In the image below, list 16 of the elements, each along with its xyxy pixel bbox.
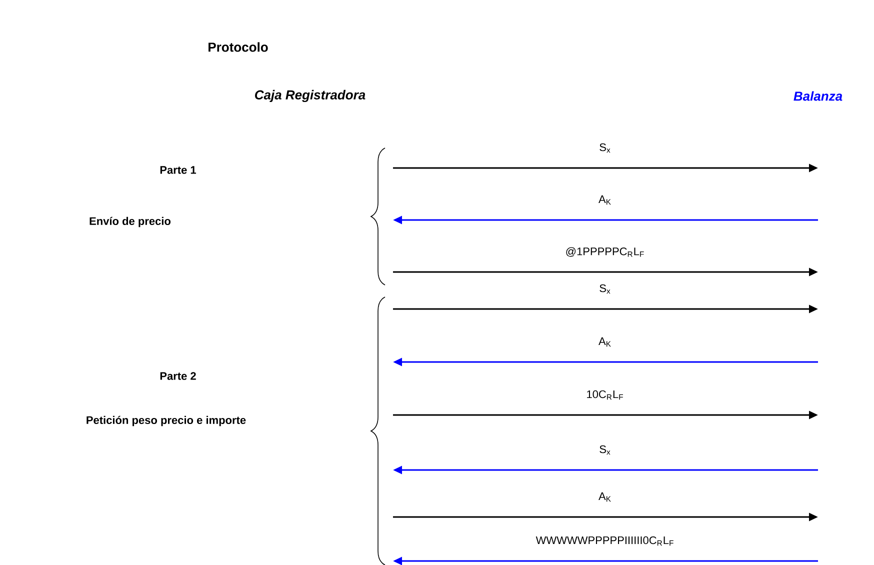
message-label: A$_{K}$ bbox=[598, 337, 611, 347]
message-label: A$_{K}$ bbox=[598, 195, 611, 205]
message-label: @1PPPPPC$_{R}$L$_{F}$ bbox=[566, 247, 644, 257]
column-heading: Caja Registradora bbox=[255, 90, 366, 102]
column-heading: Balanza bbox=[794, 91, 842, 101]
message-label: S$_{x}$ bbox=[600, 445, 610, 455]
section-label: Petición peso precio e importe bbox=[86, 416, 246, 426]
message-label: A$_{K}$ bbox=[598, 492, 611, 502]
message-label: 10C$_{R}$L$_{F}$ bbox=[587, 390, 623, 400]
message-label: S$_{x}$ bbox=[600, 284, 610, 294]
section-label: Parte 1 bbox=[160, 166, 196, 174]
section-label: Parte 2 bbox=[160, 372, 196, 380]
section-label: Envío de precio bbox=[90, 216, 171, 228]
title: Protocolo bbox=[208, 42, 268, 52]
message-label: WWWWWPPPPPIIIIII0C$_{R}$L$_{F}$ bbox=[536, 536, 674, 546]
message-label: S$_{x}$ bbox=[600, 143, 610, 153]
